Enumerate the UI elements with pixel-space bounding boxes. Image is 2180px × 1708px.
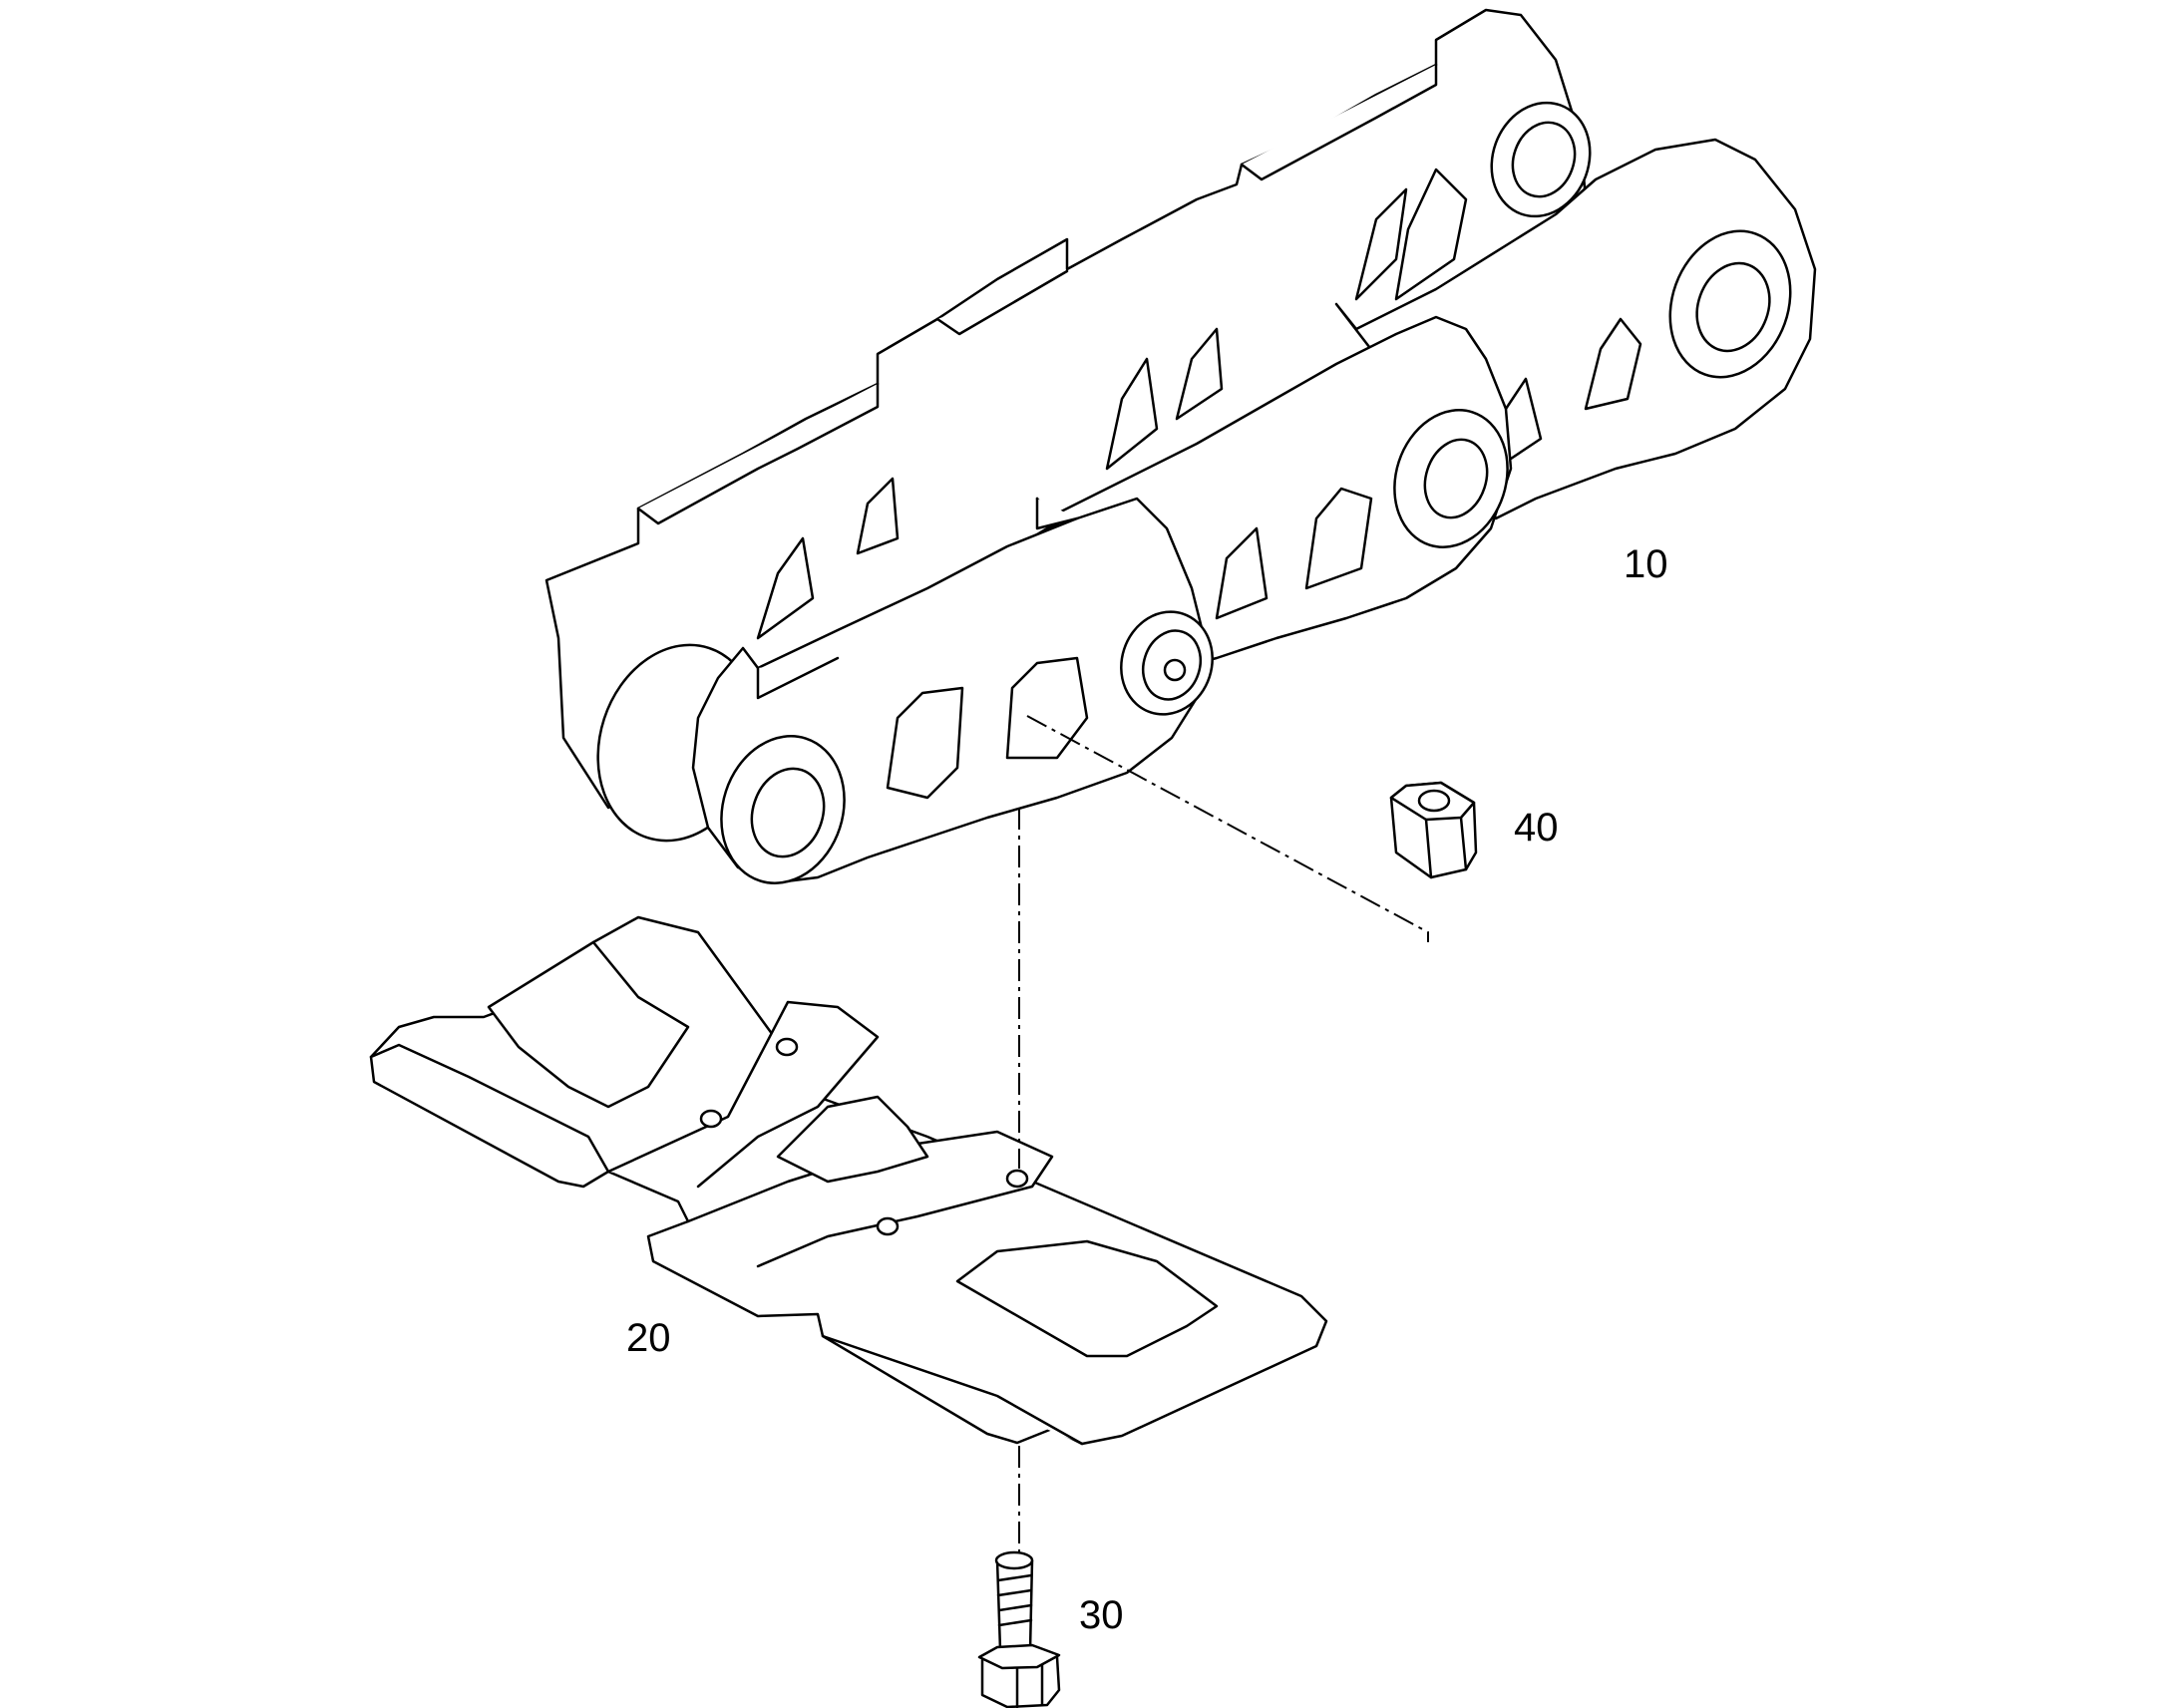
rear-link-pocket-4	[1175, 327, 1224, 421]
rear-link-pocket-1	[1394, 168, 1468, 301]
front-middle-pocket-1	[1304, 487, 1373, 590]
nut-edge-2	[1459, 816, 1468, 871]
bolt-head-edge	[1015, 1663, 1044, 1708]
shoe-rear-grouser	[821, 1334, 1084, 1446]
shoe-bolt-hole-4	[876, 1216, 900, 1236]
bolt-thread-4	[997, 1618, 1033, 1627]
callout-10: 10	[1624, 542, 1668, 586]
front-link-pocket-2	[1005, 656, 1089, 760]
track-shoe	[369, 915, 1328, 1446]
rear-link-pocket-5	[756, 536, 815, 640]
track-chain-assembly	[545, 8, 1817, 884]
nut-thread-hole	[1417, 789, 1451, 813]
rear-link-pocket-2	[1354, 187, 1408, 301]
track-bolt	[977, 1550, 1061, 1708]
nut-edge-1	[1424, 818, 1433, 879]
callout-20: 20	[626, 1316, 671, 1360]
callout-40: 40	[1514, 806, 1559, 850]
rear-right-pocket-1	[1584, 317, 1642, 411]
front-link-pin-boss-inner	[750, 767, 826, 858]
shoe-bolt-hole-3	[1005, 1169, 1029, 1189]
rear-strand-notch-2	[935, 269, 1069, 336]
callout-30: 30	[1079, 1593, 1124, 1637]
shoe-hollow-center	[776, 1095, 929, 1184]
shoe-hollow-right	[955, 1239, 1219, 1358]
rear-link-pocket-3	[1105, 357, 1159, 471]
track-nut	[1389, 781, 1478, 879]
bolt-flange	[977, 1643, 1061, 1670]
shoe-pad-1	[606, 1000, 880, 1189]
rear-strand-notch-1	[636, 382, 880, 525]
master-pin-dot	[1163, 658, 1187, 682]
shoe-bolt-hole-2	[699, 1109, 723, 1129]
centerline-nut	[1026, 715, 1429, 942]
shoe-front-grouser	[369, 1043, 610, 1174]
bolt-tip	[994, 1550, 1034, 1570]
bolt-thread-1	[996, 1573, 1033, 1582]
rear-strand-notch-3	[1240, 63, 1438, 181]
rear-link-pocket-6	[856, 477, 900, 555]
shoe-bolt-hole-1	[775, 1037, 799, 1057]
bolt-thread-3	[997, 1603, 1033, 1612]
front-link-top-edge	[756, 497, 1079, 700]
front-middle-pin-boss-inner	[1423, 438, 1489, 519]
shoe-hollow-left	[487, 940, 690, 1109]
rear-pin-boss-1-inner	[1511, 121, 1577, 198]
bolt-thread-2	[996, 1588, 1033, 1597]
front-middle-pocket-2	[1215, 526, 1269, 620]
rear-right-pin-boss-inner	[1695, 261, 1771, 353]
front-link-pocket-1	[886, 686, 964, 800]
